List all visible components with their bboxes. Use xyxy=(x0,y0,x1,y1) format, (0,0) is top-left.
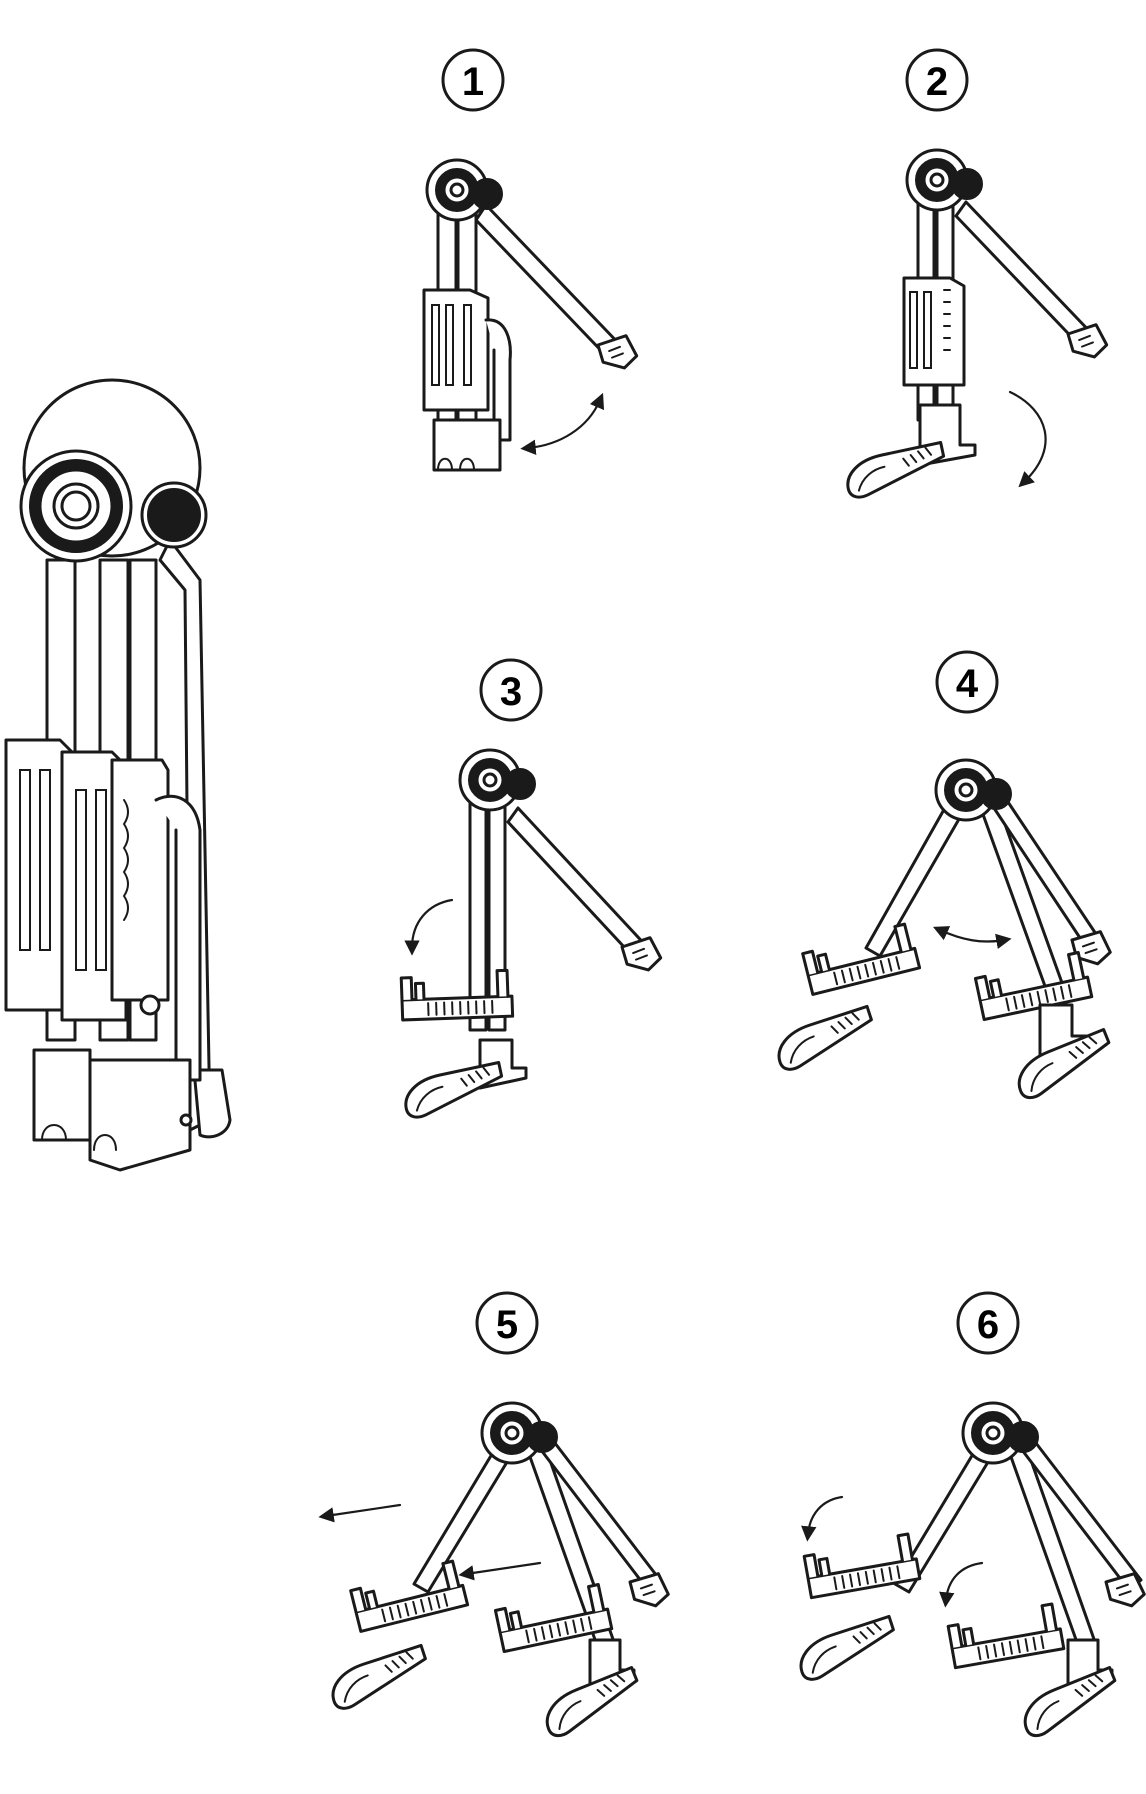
step-2-number: 2 xyxy=(926,60,948,104)
step-6-fold-arrow-left xyxy=(801,1495,844,1542)
step-1-badge: 1 xyxy=(441,48,505,112)
step-5-illustration xyxy=(318,1401,674,1741)
step-4-number: 4 xyxy=(956,662,979,706)
step-3-badge: 3 xyxy=(479,658,543,722)
step-6-number: 6 xyxy=(977,1303,999,1347)
step-6-illustration xyxy=(792,1401,1146,1741)
folded-stand-illustration xyxy=(4,378,232,1172)
step-6-fold-arrow-right xyxy=(939,1561,984,1608)
step-2-illustration xyxy=(841,148,1112,501)
step-3-flip-arrow xyxy=(404,898,454,956)
step-1-swing-arrow xyxy=(520,392,605,455)
step-4-spread-arrow xyxy=(932,926,1012,949)
step-5-number: 5 xyxy=(496,1303,518,1347)
step-3-number: 3 xyxy=(500,670,522,714)
step-3-illustration xyxy=(399,748,666,1121)
step-4-badge: 4 xyxy=(935,650,999,714)
step-5-badge: 5 xyxy=(475,1291,539,1355)
step-6-badge: 6 xyxy=(956,1291,1020,1355)
step-4-illustration xyxy=(770,758,1119,1103)
step-2-rotate-arrow xyxy=(1008,390,1047,488)
step-5-slide-arrow-left xyxy=(318,1503,402,1523)
step-1-number: 1 xyxy=(462,60,484,104)
step-1-illustration xyxy=(422,158,642,472)
step-2-badge: 2 xyxy=(905,48,969,112)
step-5-slide-arrow-right xyxy=(458,1561,542,1581)
